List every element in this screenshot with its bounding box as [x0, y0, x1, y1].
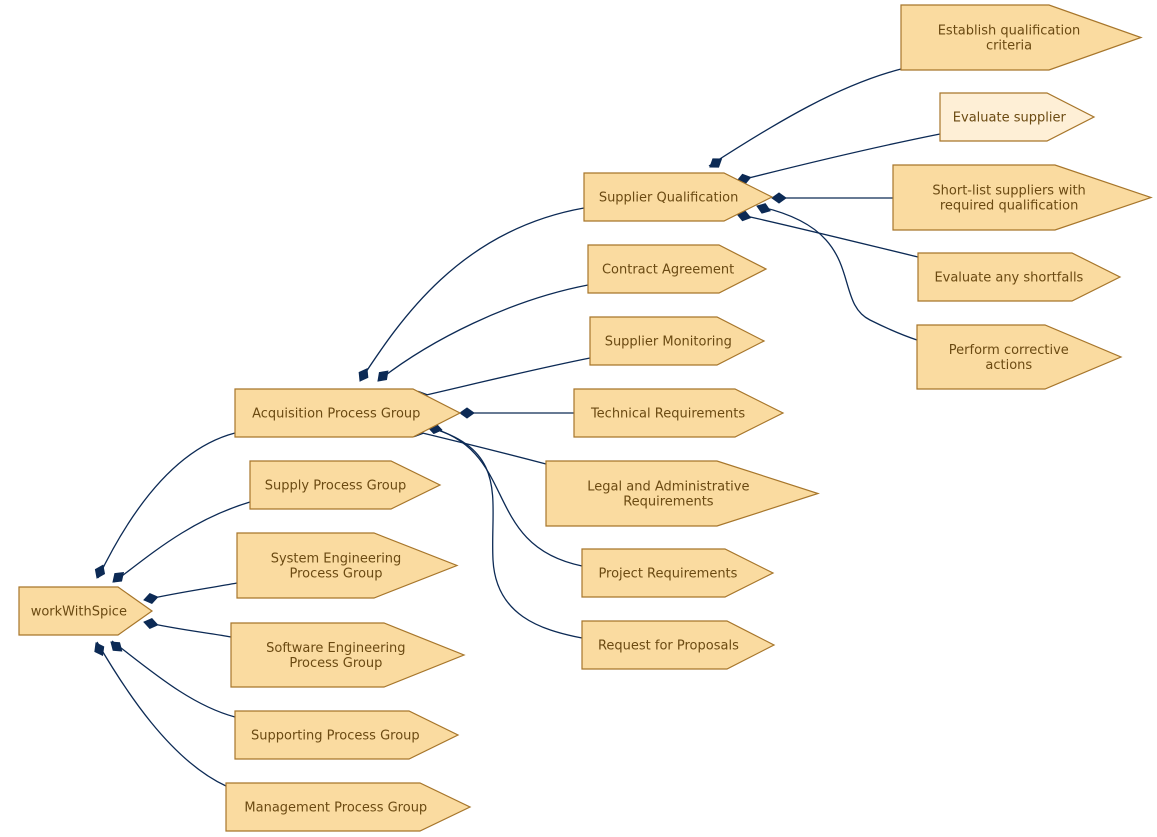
edge-acq-to-supmon: [412, 357, 591, 399]
node-shape: [916, 324, 1123, 390]
node-supmon[interactable]: Supplier Monitoring: [589, 316, 766, 366]
node-acq[interactable]: Acquisition Process Group: [234, 388, 462, 438]
node-shape: [236, 532, 459, 599]
edge-acq-to-rfp: [427, 426, 583, 639]
node-label: criteria: [986, 39, 1032, 54]
composition-diamond-work-to-sweng: [143, 617, 159, 629]
node-work[interactable]: workWithSpice: [18, 586, 154, 636]
node-support[interactable]: Supporting Process Group: [234, 710, 460, 760]
node-shape: [230, 622, 466, 688]
node-label: Acquisition Process Group: [252, 407, 420, 422]
node-label: System Engineering: [271, 552, 402, 567]
node-supply[interactable]: Supply Process Group: [249, 460, 442, 510]
edge-work-to-mgmt: [96, 641, 227, 787]
node-evalsup[interactable]: Evaluate supplier: [939, 92, 1096, 142]
node-label: Software Engineering: [266, 641, 405, 656]
node-shape: [939, 92, 1096, 142]
node-shape: [587, 244, 768, 294]
node-shape: [917, 252, 1122, 302]
composition-diamond-work-to-supply: [112, 572, 125, 583]
composition-diamond-supqual-to-establish: [709, 158, 723, 168]
node-shape: [900, 4, 1143, 71]
node-shape: [892, 164, 1153, 231]
node-shape: [581, 548, 775, 598]
node-label: required qualification: [940, 199, 1079, 214]
composition-diamond-supqual-to-shortlist: [771, 192, 787, 204]
node-mgmt[interactable]: Management Process Group: [225, 782, 472, 832]
node-evalshort[interactable]: Evaluate any shortfalls: [917, 252, 1122, 302]
composition-diamond-work-to-acq: [94, 564, 106, 579]
node-rfp[interactable]: Request for Proposals: [581, 620, 776, 670]
node-shape: [249, 460, 442, 510]
node-label: actions: [985, 358, 1032, 373]
composition-diamond-work-to-syseng: [143, 593, 159, 605]
composition-diamond-work-to-mgmt: [94, 642, 105, 657]
node-projreq[interactable]: Project Requirements: [581, 548, 775, 598]
edge-acq-to-contract: [377, 284, 589, 382]
edge-work-to-support: [111, 640, 236, 718]
composition-diamond-acq-to-techreq: [459, 407, 475, 419]
composition-diamond-work-to-support: [110, 641, 123, 652]
node-supqual[interactable]: Supplier Qualification: [583, 172, 774, 222]
node-label: Process Group: [289, 567, 382, 582]
composition-diamond-acq-to-supqual: [358, 368, 369, 382]
composition-diamond-supqual-to-corrective: [756, 203, 771, 214]
node-contract[interactable]: Contract Agreement: [587, 244, 768, 294]
node-shape: [573, 388, 785, 438]
edges-layer: [94, 68, 941, 787]
edge-work-to-supply: [113, 501, 251, 583]
node-label: Establish qualification: [938, 24, 1081, 39]
node-label: Project Requirements: [598, 567, 737, 582]
node-shape: [545, 460, 820, 527]
node-label: Short-list suppliers with: [932, 184, 1085, 199]
edge-acq-to-legal: [409, 429, 547, 465]
node-shape: [581, 620, 776, 670]
node-label: workWithSpice: [31, 605, 127, 620]
node-label: Request for Proposals: [598, 639, 739, 654]
node-label: Supplier Monitoring: [605, 335, 732, 350]
node-shape: [589, 316, 766, 366]
edge-supqual-to-evalsup: [736, 133, 941, 182]
edge-acq-to-supqual: [359, 207, 585, 382]
node-label: Requirements: [623, 495, 714, 510]
node-label: Process Group: [289, 656, 382, 671]
node-label: Technical Requirements: [590, 407, 745, 422]
node-shape: [225, 782, 472, 832]
edge-supqual-to-corrective: [756, 205, 918, 341]
composition-diamond-acq-to-contract: [377, 370, 389, 382]
node-label: Legal and Administrative: [587, 480, 749, 495]
node-techreq[interactable]: Technical Requirements: [573, 388, 785, 438]
node-label: Supplier Qualification: [599, 191, 739, 206]
node-label: Supporting Process Group: [251, 729, 420, 744]
node-label: Supply Process Group: [265, 479, 406, 494]
node-label: Perform corrective: [949, 343, 1069, 358]
edge-work-to-acq: [97, 432, 236, 579]
node-label: Management Process Group: [244, 801, 427, 816]
edge-supqual-to-evalshort: [736, 213, 919, 258]
node-shape: [18, 586, 154, 636]
node-label: Evaluate supplier: [953, 111, 1067, 126]
node-shape: [234, 388, 462, 438]
node-label: Evaluate any shortfalls: [934, 271, 1083, 286]
node-label: Contract Agreement: [602, 263, 734, 278]
node-shape: [234, 710, 460, 760]
edge-supqual-to-establish: [708, 68, 902, 167]
node-shape: [583, 172, 774, 222]
